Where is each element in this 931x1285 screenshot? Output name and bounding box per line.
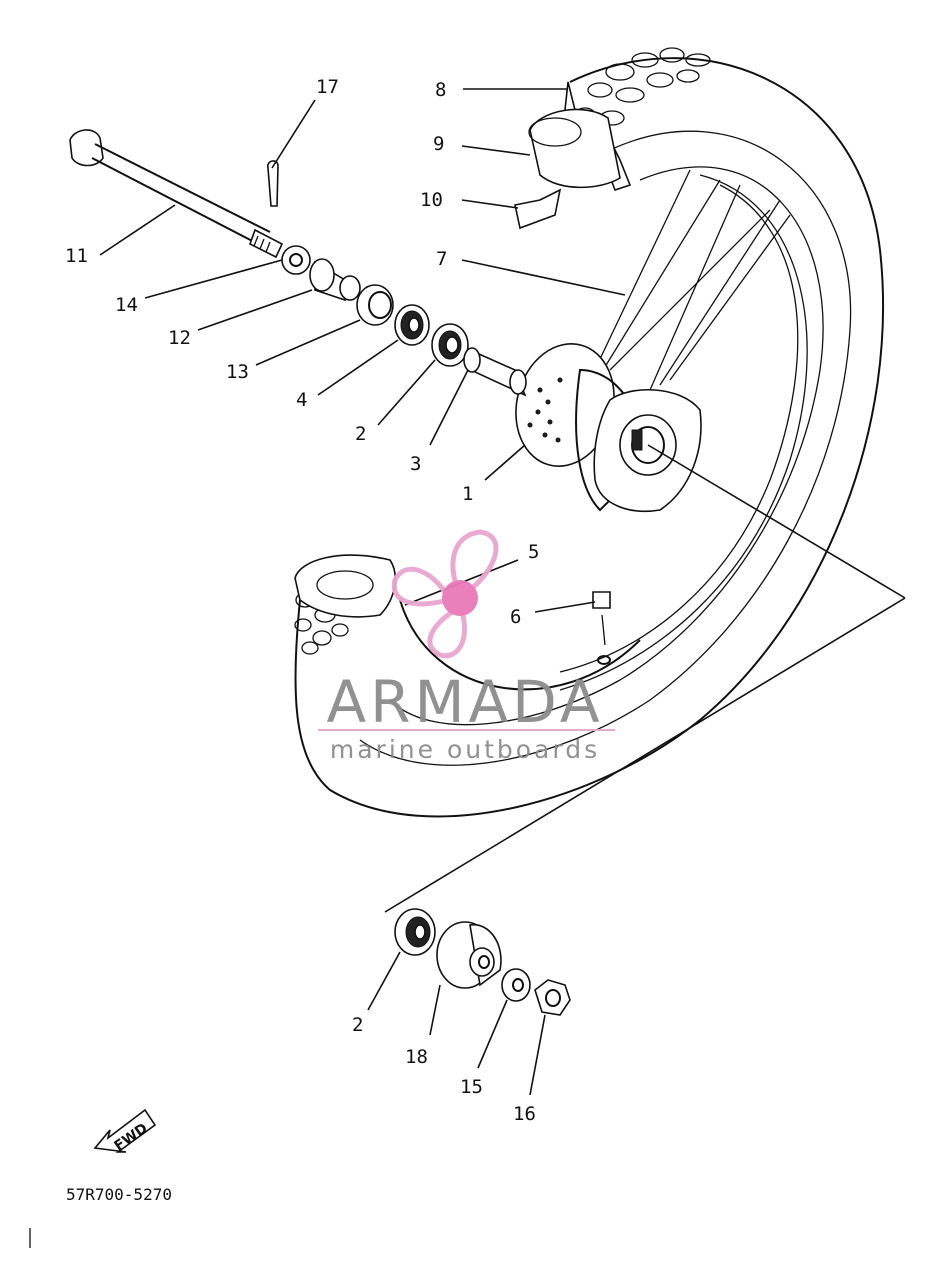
washer-15	[501, 968, 531, 1002]
label-part-1: 1	[462, 483, 473, 505]
label-part-12: 12	[168, 327, 191, 349]
label-part-15: 15	[460, 1076, 483, 1098]
oil-seal-13	[356, 284, 394, 326]
projection-line	[647, 444, 906, 599]
disc-holes	[527, 377, 563, 443]
nut-16	[534, 979, 571, 1016]
label-part-17: 17	[316, 76, 339, 98]
watermark-brand: ARMADA	[326, 668, 603, 736]
projection-line-2	[384, 597, 906, 913]
leader-lines	[99, 88, 626, 1096]
bearing-2	[431, 323, 469, 367]
label-part-4: 4	[296, 389, 307, 411]
spacer-3	[463, 347, 527, 397]
collar-12	[309, 258, 361, 302]
label-part-11: 11	[65, 245, 88, 267]
label-part-8: 8	[435, 79, 446, 101]
watermark-tagline: marine outboards	[330, 735, 600, 764]
label-part-9: 9	[433, 133, 444, 155]
washer-14	[281, 245, 311, 275]
label-part-5: 5	[528, 541, 539, 563]
fwd-arrow-icon: FWD	[93, 1108, 157, 1154]
label-part-2-lower: 2	[352, 1014, 363, 1036]
valve-cap-6	[592, 591, 611, 665]
wheel-hub	[515, 343, 702, 512]
propeller-logo-icon	[391, 529, 499, 659]
armada-watermark: ARMADA marine outboards	[318, 529, 615, 764]
axle	[69, 129, 284, 259]
meter-gear-18	[436, 921, 502, 989]
bearing-4	[394, 304, 430, 346]
bearing-2-lower	[394, 908, 436, 956]
label-part-6: 6	[510, 606, 521, 628]
label-part-14: 14	[115, 294, 138, 316]
diagram-code: 57R700-5270	[66, 1185, 172, 1204]
spokes	[589, 169, 791, 391]
tube-and-rim-band	[514, 108, 621, 230]
label-part-3: 3	[410, 453, 421, 475]
label-part-18: 18	[405, 1046, 428, 1068]
label-part-2: 2	[355, 423, 366, 445]
label-part-10: 10	[420, 189, 443, 211]
label-part-7: 7	[436, 248, 447, 270]
label-part-13: 13	[226, 361, 249, 383]
label-part-16: 16	[513, 1103, 536, 1125]
